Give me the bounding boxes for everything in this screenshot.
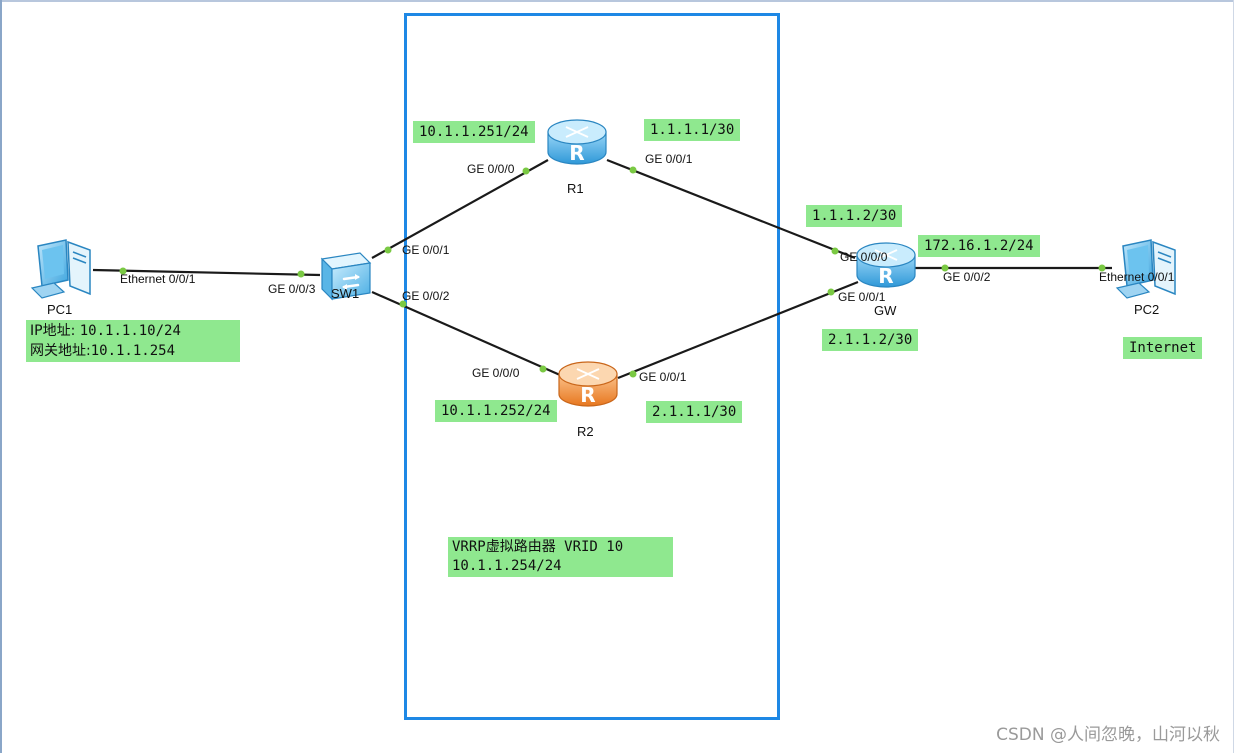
port-dot: [522, 167, 530, 175]
pc1-computer-icon[interactable]: [28, 236, 100, 300]
port-dot: [1098, 264, 1106, 272]
port-label-sw1-ge001: GE 0/0/1: [402, 243, 450, 257]
link-pc1-sw1[interactable]: [92, 268, 321, 277]
link-sw1-r1[interactable]: [371, 159, 549, 259]
svg-text:R: R: [569, 141, 584, 165]
port-label-sw1-ge002: GE 0/0/2: [402, 289, 450, 303]
pc1-gateway-key: 网关地址:: [30, 343, 91, 359]
pc1-address-box: IP地址: 10.1.1.10/24 网关地址:10.1.1.254: [26, 320, 240, 362]
addr-r2-lan: 10.1.1.252/24: [435, 400, 557, 422]
vrrp-info-box: VRRP虚拟路由器 VRID 10 10.1.1.254/24: [448, 537, 673, 577]
r2-router-icon[interactable]: R: [555, 358, 621, 412]
port-dot: [119, 267, 127, 275]
port-label-r1-ge001: GE 0/0/1: [645, 152, 693, 166]
window-top-edge: [0, 0, 1234, 2]
vrrp-line-2: 10.1.1.254/24: [452, 558, 562, 574]
pc2-computer-icon[interactable]: [1113, 236, 1185, 300]
gw-router-icon[interactable]: R: [853, 239, 919, 293]
addr-gw-to-r2: 2.1.1.2/30: [822, 329, 919, 351]
port-label-r2-ge000: GE 0/0/0: [472, 366, 520, 380]
gw-name: GW: [874, 303, 897, 318]
port-label-pc1-eth: Ethernet 0/0/1: [120, 272, 196, 286]
pc1-ip-line: IP地址: 10.1.1.10/24: [30, 321, 236, 341]
port-dot: [539, 365, 547, 373]
pc1-gateway-value: 10.1.1.254: [90, 343, 176, 359]
port-dot: [297, 270, 305, 278]
port-dot: [629, 166, 637, 174]
r2-name: R2: [577, 424, 594, 439]
link-r1-gw[interactable]: [606, 158, 856, 260]
port-label-gw-ge000: GE 0/0/0: [840, 250, 888, 264]
r1-name: R1: [567, 181, 584, 196]
port-dot: [384, 246, 392, 254]
watermark: CSDN @人间忽晚，山河以秋: [996, 725, 1220, 745]
r1-router-icon[interactable]: R: [544, 116, 610, 170]
port-label-r1-ge000: GE 0/0/0: [467, 162, 515, 176]
sw1-switch-icon[interactable]: [318, 249, 374, 301]
pc2-name: PC2: [1134, 302, 1160, 317]
vrrp-group-box: [404, 13, 780, 720]
port-dot: [831, 247, 839, 255]
pc1-ip-key: IP地址:: [30, 323, 76, 339]
port-label-r2-ge001: GE 0/0/1: [639, 370, 687, 384]
port-label-gw-ge002: GE 0/0/2: [943, 270, 991, 284]
addr-r2-wan: 2.1.1.1/30: [646, 401, 743, 423]
internet-label: Internet: [1123, 337, 1203, 359]
sw1-name: SW1: [331, 286, 360, 301]
port-label-gw-ge001: GE 0/0/1: [838, 290, 886, 304]
port-dot: [629, 370, 637, 378]
port-label-sw1-ge003: GE 0/0/3: [268, 282, 316, 296]
port-dot: [827, 288, 835, 296]
pc1-name: PC1: [47, 302, 73, 317]
port-dot: [399, 300, 407, 308]
port-label-pc2-eth: Ethernet 0/0/1: [1099, 270, 1175, 284]
addr-gw-to-r1: 1.1.1.2/30: [806, 205, 903, 227]
vrrp-line-1: VRRP虚拟路由器 VRID 10: [452, 539, 624, 555]
link-r2-gw[interactable]: [617, 280, 859, 380]
window-left-edge: [0, 0, 2, 753]
pc1-ip-value: 10.1.1.10/24: [79, 323, 181, 339]
addr-r1-lan: 10.1.1.251/24: [413, 121, 535, 143]
svg-text:R: R: [580, 383, 595, 407]
port-dot: [941, 264, 949, 272]
addr-r1-wan: 1.1.1.1/30: [644, 119, 741, 141]
svg-text:R: R: [878, 264, 893, 288]
pc1-gateway-line: 网关地址:10.1.1.254: [30, 341, 236, 361]
addr-gw-out: 172.16.1.2/24: [918, 235, 1040, 257]
